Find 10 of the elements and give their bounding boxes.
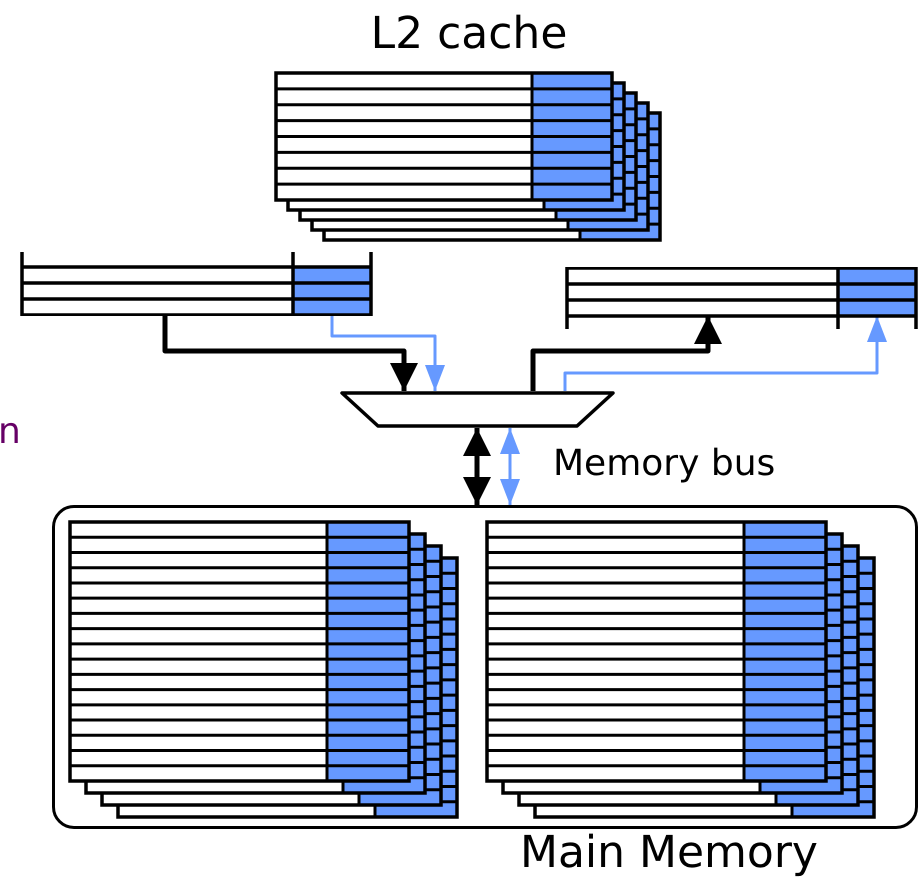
arrow: [330, 316, 445, 391]
bus-label: Memory bus: [553, 442, 776, 486]
arrow: [564, 316, 887, 391]
arrow: [500, 428, 520, 505]
arrow: [463, 428, 491, 505]
text-fragment: n: [0, 410, 21, 454]
main-memory-title: Main Memory: [520, 826, 818, 880]
arrow: [162, 316, 418, 391]
cache-title: L2 cache: [370, 7, 568, 61]
arrow: [530, 316, 722, 391]
